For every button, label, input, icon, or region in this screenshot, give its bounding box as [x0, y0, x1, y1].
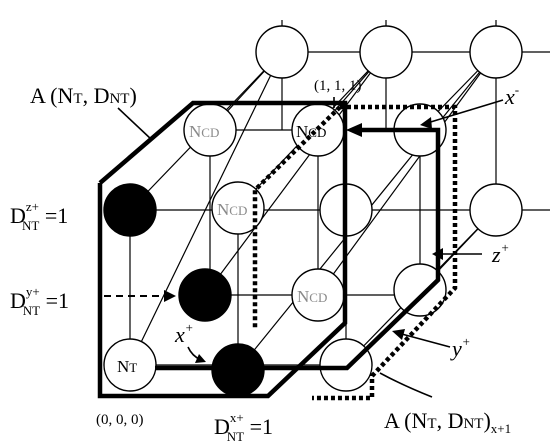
pointers [104, 97, 504, 398]
node-filled-y [178, 268, 232, 322]
coord-corner: (1, 1, 1) [314, 78, 362, 94]
d-x-label: Dx+NT =1 [214, 410, 273, 444]
region-ax-label: A (NT, DNT)x+1 [384, 408, 511, 436]
dir-x-minus: x- [504, 82, 519, 109]
arrow-z-plus-head [432, 248, 443, 260]
arrow-x-plus-head [195, 354, 206, 363]
arrow-d-y-head [164, 290, 176, 302]
node-filled-z [103, 183, 157, 237]
node-circle [469, 25, 523, 79]
d-y-label: Dy+NT =1 [10, 284, 69, 318]
node-circle [393, 263, 447, 317]
grid-line [204, 51, 387, 296]
ncd-label: NCD [296, 122, 326, 141]
region-outlines [97, 100, 458, 401]
d-z-label: Dz+NT =1 [10, 199, 68, 233]
text-labels: A (NT, DNT) (1, 1, 1) x- z+ y+ x+ Dz+NT … [10, 78, 519, 444]
arrow-x-minus-head [420, 117, 432, 129]
node-ncd [211, 181, 265, 235]
node-circle [319, 338, 373, 392]
node-circle [469, 183, 523, 237]
node-circle [255, 25, 309, 79]
coord-origin: (0, 0, 0) [96, 412, 144, 428]
grid-line [317, 51, 497, 296]
ncd-label: NCD [189, 122, 219, 141]
region-a-front [155, 127, 441, 371]
dir-z-plus: z+ [491, 240, 509, 267]
region-ax-outline [312, 104, 458, 401]
ncd-label: NCD [297, 287, 327, 306]
arrow-y-plus [397, 332, 451, 348]
region-a-label: A (NT, DNT) [30, 83, 137, 108]
ncd-label: NCD [217, 200, 247, 219]
dir-x-plus: x+ [174, 320, 194, 347]
arrow-y-plus-head [392, 329, 405, 340]
dir-y-plus: y+ [450, 334, 471, 361]
node-circle [359, 25, 413, 79]
leader-ax [379, 372, 433, 398]
arrow-x-minus [423, 99, 504, 125]
region-a-outline [97, 100, 348, 399]
node-labels: NCD NCD NCD NCD NT [117, 122, 327, 376]
region-ax-inner [252, 105, 342, 328]
leader-a [117, 107, 153, 141]
node-nt [103, 338, 157, 392]
nt-label: NT [117, 357, 137, 376]
region-arrowhead [346, 123, 362, 137]
